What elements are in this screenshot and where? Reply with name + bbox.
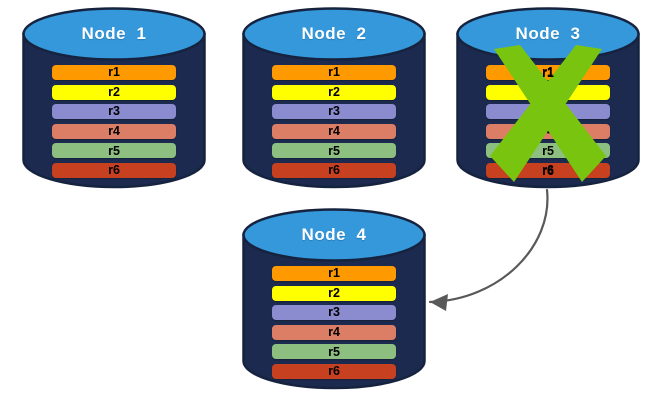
cylinder-top-disc [242, 208, 426, 262]
data-row-r1[interactable]: r1 [272, 266, 396, 281]
node-title: Node 3 [515, 24, 581, 43]
data-row-r6[interactable]: r6 [272, 363, 396, 379]
node-title: Node 1 [81, 24, 147, 43]
x-visible-label-r1: r1 [542, 66, 554, 80]
data-row-r1[interactable]: r1 [272, 65, 396, 80]
data-row-r4[interactable]: r4 [272, 123, 396, 139]
row-list: r1 r2 r3 r4 r5 r6 [242, 266, 426, 379]
node-title: Node 4 [301, 225, 367, 244]
row-list: r1 r2 r3 r4 r5 r6 [22, 65, 206, 178]
data-row-r2[interactable]: r2 [272, 84, 396, 100]
node-cylinder-1[interactable]: Node 1 r1 r2 r3 r4 r5 r6 [22, 7, 206, 189]
node-cylinder-4[interactable]: Node 4 r1 r2 r3 r4 r5 r6 [242, 208, 426, 390]
cylinder-top-disc [242, 7, 426, 61]
data-row-r5[interactable]: r5 [486, 143, 610, 159]
data-row-r1[interactable]: r1 [52, 65, 176, 80]
data-row-r5[interactable]: r5 [272, 344, 396, 360]
data-row-r3[interactable]: r3 [52, 104, 176, 120]
x-visible-label-r6: r6 [542, 164, 554, 178]
data-row-r3[interactable]: r3 [272, 305, 396, 321]
data-row-r4[interactable]: r4 [272, 324, 396, 340]
node-cylinder-2[interactable]: Node 2 r1 r2 r3 r4 r5 r6 [242, 7, 426, 189]
data-row-r6[interactable]: r6 [272, 162, 396, 178]
data-row-r2[interactable]: r2 [272, 285, 396, 301]
data-row-r6[interactable]: r6 [52, 162, 176, 178]
row-list: r1 r2 r3 r4 r5 r6 [456, 65, 640, 178]
data-row-r2[interactable]: r2 [486, 84, 610, 100]
data-row-r2[interactable]: r2 [52, 84, 176, 100]
row-list: r1 r2 r3 r4 r5 r6 [242, 65, 426, 178]
cylinder-top-disc [22, 7, 206, 61]
data-row-r5[interactable]: r5 [52, 143, 176, 159]
data-row-r3[interactable]: r3 [486, 104, 610, 120]
data-row-r4[interactable]: r4 [52, 123, 176, 139]
node-title: Node 2 [301, 24, 367, 43]
arrow-head-icon [430, 294, 448, 311]
data-row-r3[interactable]: r3 [272, 104, 396, 120]
arrow-curve [428, 188, 549, 304]
data-row-r5[interactable]: r5 [272, 143, 396, 159]
data-row-r4[interactable]: r4 [486, 123, 610, 139]
